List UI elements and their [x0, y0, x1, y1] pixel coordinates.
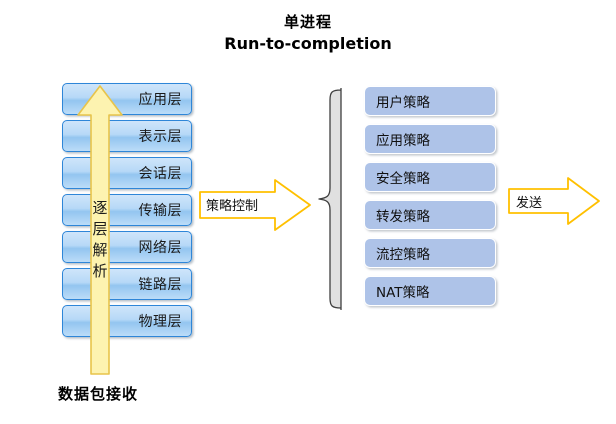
title-chinese: 单进程 [283, 13, 332, 31]
layer-label: 表示层 [138, 129, 182, 145]
policy-control-arrow-label: 策略控制 [206, 199, 259, 214]
policy-label: NAT策略 [376, 285, 430, 301]
policy-label: 应用策略 [376, 133, 430, 149]
send-arrow-label: 发送 [516, 196, 543, 211]
layer-label: 网络层 [138, 240, 182, 256]
policy-box-forwarding[interactable]: 转发策略 [364, 200, 496, 230]
layer-label: 物理层 [138, 314, 182, 330]
layer-label: 应用层 [138, 92, 182, 108]
layer-label: 链路层 [138, 277, 182, 293]
layer-box-physical[interactable]: 物理层 [62, 305, 192, 337]
send-arrow-icon [508, 177, 600, 225]
diagram-title: 单进程 Run-to-completion [0, 12, 616, 54]
title-english: Run-to-completion [224, 34, 392, 53]
up-arrow-icon [76, 85, 124, 375]
policy-box-nat[interactable]: NAT策略 [364, 276, 496, 306]
policy-label: 用户策略 [376, 95, 430, 111]
osi-layer-stack: 应用层 表示层 会话层 传输层 网络层 链路层 物理层 [62, 83, 194, 343]
policy-box-flowcontrol[interactable]: 流控策略 [364, 238, 496, 268]
policy-label: 流控策略 [376, 247, 430, 263]
policy-control-arrow-icon [199, 179, 311, 231]
policy-box-user[interactable]: 用户策略 [364, 86, 496, 116]
layer-box-network[interactable]: 网络层 [62, 231, 192, 263]
policy-box-application[interactable]: 应用策略 [364, 124, 496, 154]
layer-box-datalink[interactable]: 链路层 [62, 268, 192, 300]
packet-receive-caption: 数据包接收 [58, 385, 139, 403]
layer-box-presentation[interactable]: 表示层 [62, 120, 192, 152]
policy-label: 转发策略 [376, 209, 430, 225]
curly-brace-icon [318, 88, 342, 310]
up-arrow-label: 逐层解析 [92, 199, 108, 280]
policy-list: 用户策略 应用策略 安全策略 转发策略 流控策略 NAT策略 [364, 86, 498, 308]
layer-label: 会话层 [138, 166, 182, 182]
layer-box-session[interactable]: 会话层 [62, 157, 192, 189]
layer-box-transport[interactable]: 传输层 [62, 194, 192, 226]
policy-box-security[interactable]: 安全策略 [364, 162, 496, 192]
layer-label: 传输层 [138, 203, 182, 219]
policy-label: 安全策略 [376, 171, 430, 187]
